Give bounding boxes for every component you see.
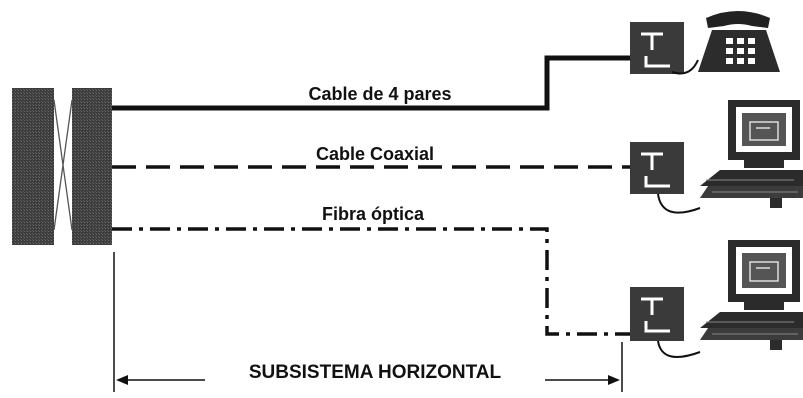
outlet-glyph: T: [0, 0, 1, 1]
span-arrow-right: [608, 375, 620, 385]
span-label: SUBSISTEMA HORIZONTAL: [249, 362, 502, 383]
patch-panel: [12, 88, 112, 245]
span-arrow-left: [116, 375, 128, 385]
wall-outlet: [630, 287, 684, 341]
cross-connect-line: [53, 99, 73, 231]
cable-label: Cable de 4 pares: [308, 84, 451, 104]
cable-label: Fibra óptica: [322, 204, 425, 224]
cable-fiber-line: [112, 227, 630, 336]
patch-panel-left: [12, 88, 54, 245]
wall-outlet: T: [0, 0, 684, 74]
span-dimension: SUBSISTEMA HORIZONTAL: [113, 252, 623, 392]
computer-icon: [657, 100, 803, 214]
wall-outlet: [630, 142, 684, 194]
cable-4-pair-line: [112, 55, 630, 111]
telephone-icon: [671, 11, 780, 75]
computer-icon: [657, 240, 803, 359]
patch-panel-right: [72, 88, 112, 245]
cable-label: Cable Coaxial: [316, 144, 434, 164]
